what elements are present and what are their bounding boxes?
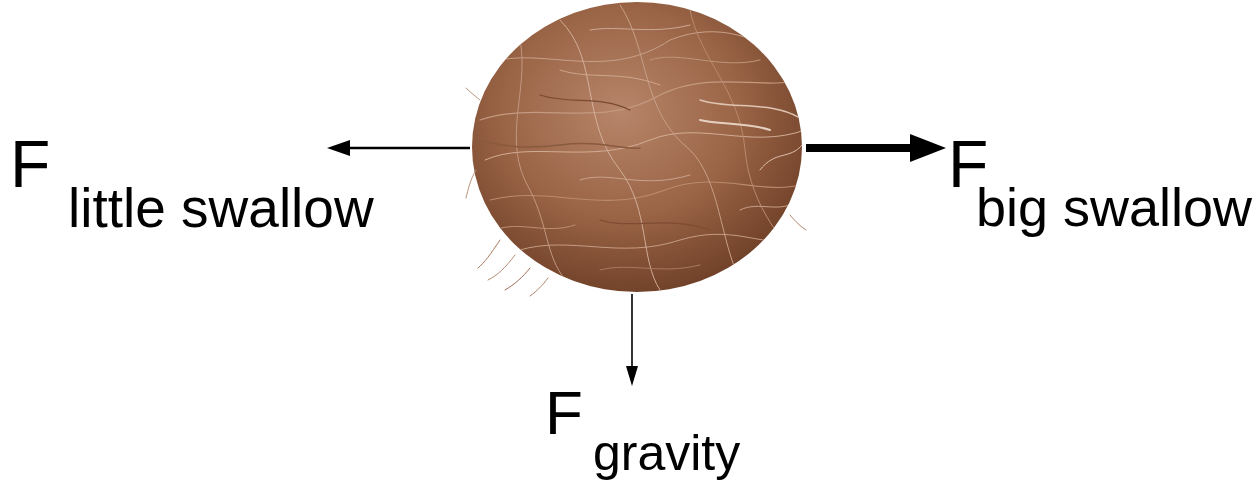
force-symbol: F xyxy=(545,382,583,444)
coconut-fibers xyxy=(476,5,805,290)
force-subscript: gravity xyxy=(593,428,740,478)
coconut xyxy=(466,2,806,296)
force-arrows xyxy=(327,134,946,386)
big-swallow-arrow xyxy=(806,134,946,162)
force-subscript: little swallow xyxy=(68,181,374,236)
little-swallow-arrow xyxy=(327,140,470,156)
loose-fibers xyxy=(466,88,806,296)
gravity-arrow xyxy=(626,294,638,386)
force-symbol: F xyxy=(10,131,50,197)
force-subscript: big swallow xyxy=(976,180,1252,234)
coconut-shell xyxy=(472,2,802,292)
